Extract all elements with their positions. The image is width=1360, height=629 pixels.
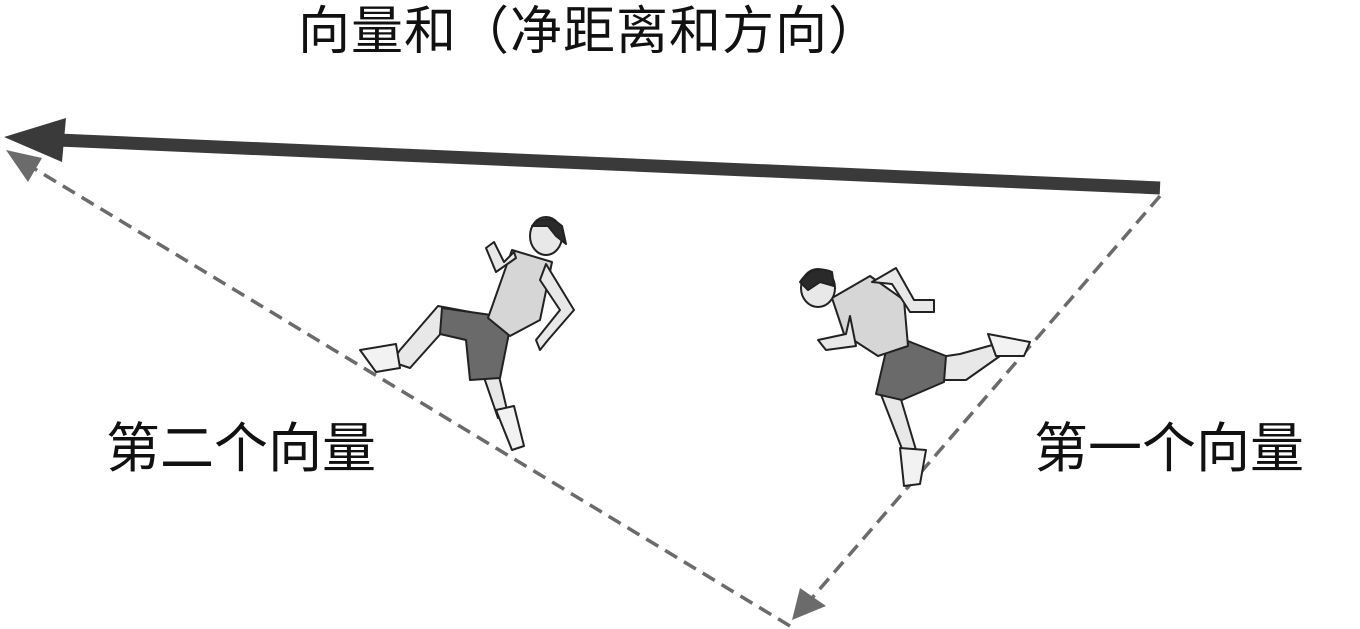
resultant-vector-arrow xyxy=(4,118,1161,195)
first-vector-label: 第一个向量 xyxy=(1034,417,1304,480)
diagram-title: 向量和（净距离和方向） xyxy=(298,2,882,62)
second-vector-label: 第二个向量 xyxy=(106,417,376,480)
second-vector-arrow xyxy=(6,150,791,628)
runner-figure-left xyxy=(359,216,575,451)
first-vector-arrow xyxy=(792,194,1162,620)
runner-figure-right xyxy=(799,267,1031,487)
